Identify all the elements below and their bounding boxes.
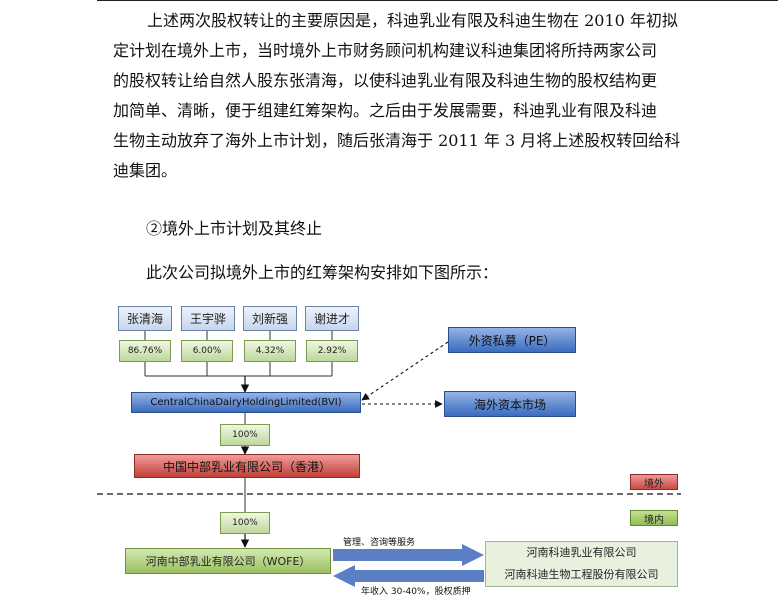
page-top-rule (97, 0, 778, 1)
wofe-box: 河南中部乳业有限公司（WOFE） (125, 548, 331, 574)
bvi-box: CentralChinaDairyHoldingLimited(BVI) (131, 392, 361, 413)
hk-company-box: 中国中部乳业有限公司（香港） (134, 454, 360, 478)
shareholder-pct-box: 86.76% (119, 340, 171, 362)
operating-company-name: 河南科迪乳业有限公司 (526, 546, 637, 559)
paragraph-line: 定计划在境外上市，当时境外上市财务顾问机构建议科迪集团将所持两家公司 (113, 41, 658, 60)
paragraph-line: 迪集团。 (113, 161, 178, 180)
shareholder-pct-box: 6.00% (181, 340, 233, 362)
overseas-tag: 境外 (630, 474, 678, 490)
paragraph-line: 生物主动放弃了海外上市计划，随后张清海于 2011 年 3 月将上述股权转回给科 (113, 131, 681, 150)
domestic-tag: 境内 (630, 510, 678, 526)
body-paragraph: 上述两次股权转让的主要原因是，科迪乳业有限及科迪生物在 2010 年初拟 定计划… (113, 6, 703, 186)
revenue-arrow-label: 年收入 30-40%，股权质押 (361, 587, 471, 597)
paragraph-line: 加简单、清晰，便于组建红筹架构。之后由于发展需要，科迪乳业有限及科迪 (113, 101, 658, 120)
services-arrow-label: 管理、咨询等服务 (343, 538, 416, 548)
operating-companies-box: 河南科迪乳业有限公司 河南科迪生物工程股份有限公司 (485, 541, 678, 587)
section-heading: ②境外上市计划及其终止 (146, 219, 323, 238)
shareholder-pct-box: 4.32% (244, 340, 296, 362)
pe-box: 外资私募（PE） (448, 327, 576, 353)
paragraph-line: 的股权转让给自然人股东张清海，以使科迪乳业有限及科迪生物的股权结构更 (113, 71, 658, 90)
overseas-market-box: 海外资本市场 (444, 391, 576, 417)
ownership-pct-box: 100% (220, 512, 270, 534)
shareholder-name-box: 谢进才 (305, 306, 359, 331)
paragraph-line: 上述两次股权转让的主要原因是，科迪乳业有限及科迪生物在 2010 年初拟 (147, 11, 678, 30)
intro-text: 此次公司拟境外上市的红筹架构安排如下图所示： (146, 263, 499, 282)
shareholder-name-box: 王宇骅 (181, 306, 235, 331)
shareholder-name-box: 刘新强 (243, 306, 297, 331)
shareholder-name-box: 张清海 (118, 306, 172, 331)
operating-company-name: 河南科迪生物工程股份有限公司 (504, 568, 659, 581)
shareholder-pct-box: 2.92% (306, 340, 358, 362)
ownership-pct-box: 100% (220, 424, 270, 446)
